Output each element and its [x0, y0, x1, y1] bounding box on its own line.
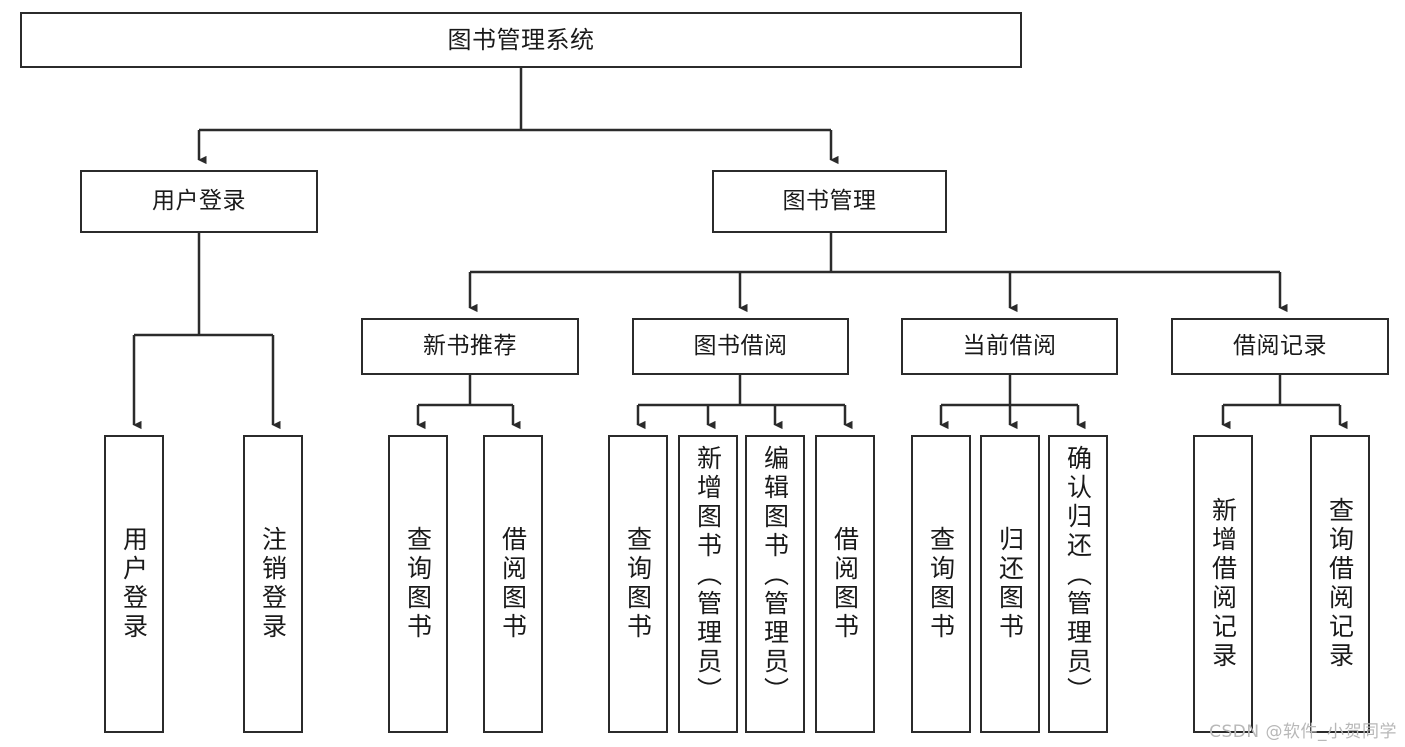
leaf-node-user-login[interactable]: 用户登录 [104, 435, 164, 733]
node-label: 查询图书 [926, 526, 956, 642]
leaf-node-borrow-book-2[interactable]: 借阅图书 [815, 435, 875, 733]
node-label: 当前借阅 [962, 332, 1057, 359]
node-label: 图书管理 [782, 187, 877, 214]
leaf-node-borrow-book-1[interactable]: 借阅图书 [483, 435, 543, 733]
node-label: 确认归还（管理员） [1063, 445, 1093, 706]
node-label: 借阅图书 [498, 526, 528, 642]
node-new-book-recommend[interactable]: 新书推荐 [361, 318, 579, 375]
node-label: 新书推荐 [423, 332, 517, 359]
leaf-node-edit-book-admin[interactable]: 编辑图书（管理员） [745, 435, 805, 733]
leaf-node-query-borrow-record[interactable]: 查询借阅记录 [1310, 435, 1370, 733]
node-label: 查询借阅记录 [1325, 497, 1355, 671]
leaf-node-return-book[interactable]: 归还图书 [980, 435, 1040, 733]
node-label: 查询图书 [623, 526, 653, 642]
node-label: 借阅图书 [830, 526, 860, 642]
node-book-borrow[interactable]: 图书借阅 [632, 318, 849, 375]
csdn-watermark: CSDN @软件_小贺同学 [1209, 722, 1397, 742]
node-label: 新增借阅记录 [1208, 497, 1238, 671]
node-label: 图书管理系统 [447, 25, 595, 54]
node-borrow-record[interactable]: 借阅记录 [1171, 318, 1389, 375]
leaf-node-add-borrow-record[interactable]: 新增借阅记录 [1193, 435, 1253, 733]
node-label: 借阅记录 [1233, 332, 1327, 359]
node-label: 编辑图书（管理员） [760, 445, 790, 706]
leaf-node-user-logout[interactable]: 注销登录 [243, 435, 303, 733]
node-label: 查询图书 [403, 526, 433, 642]
node-label: 图书借阅 [693, 332, 788, 359]
leaf-node-confirm-return-admin[interactable]: 确认归还（管理员） [1048, 435, 1108, 733]
leaf-node-add-book-admin[interactable]: 新增图书（管理员） [678, 435, 738, 733]
leaf-node-query-book-1[interactable]: 查询图书 [388, 435, 448, 733]
node-label: 新增图书（管理员） [693, 445, 723, 706]
node-label: 归还图书 [995, 526, 1025, 642]
node-user-login[interactable]: 用户登录 [80, 170, 318, 233]
node-label: 注销登录 [258, 526, 288, 642]
node-current-borrow[interactable]: 当前借阅 [901, 318, 1118, 375]
leaf-node-query-book-2[interactable]: 查询图书 [608, 435, 668, 733]
node-book-management[interactable]: 图书管理 [712, 170, 947, 233]
leaf-node-query-book-3[interactable]: 查询图书 [911, 435, 971, 733]
node-label: 用户登录 [152, 187, 246, 214]
node-label: 用户登录 [119, 526, 149, 642]
node-root-book-management-system[interactable]: 图书管理系统 [20, 12, 1022, 68]
